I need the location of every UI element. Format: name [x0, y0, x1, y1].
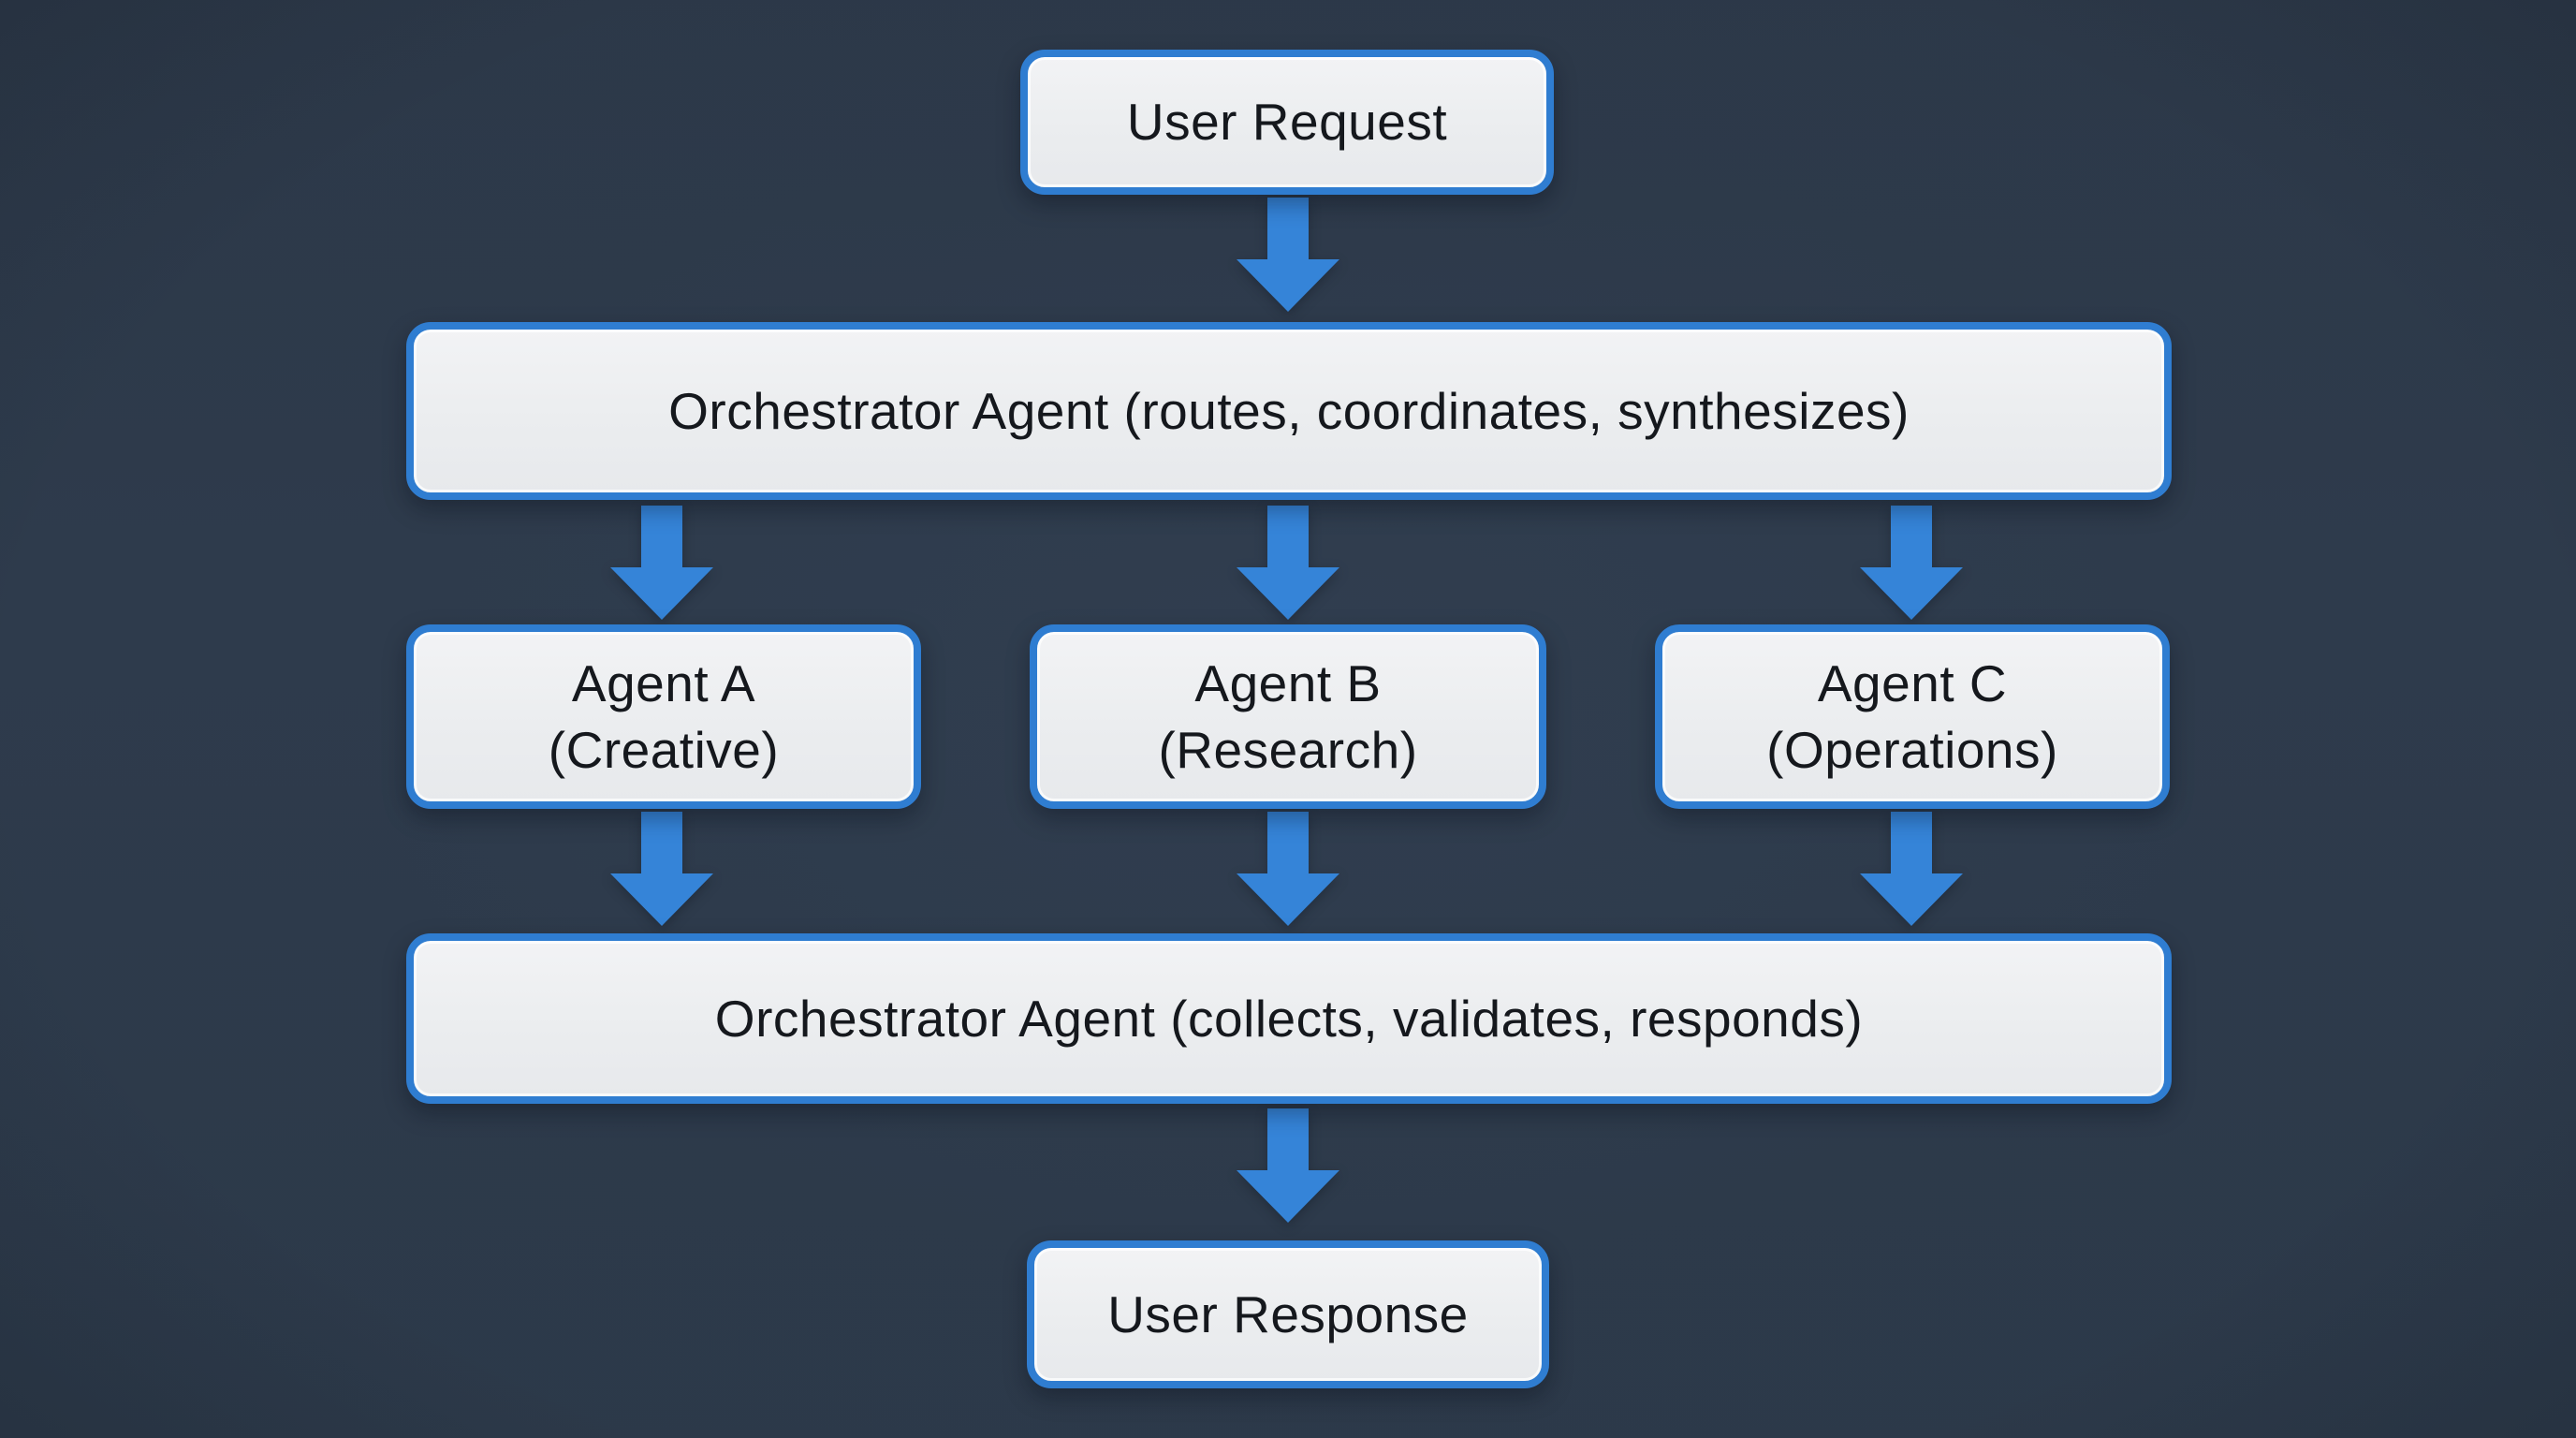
arrow-head — [610, 873, 713, 926]
arrow-down-icon-orchestrator-to-response — [1237, 1108, 1339, 1223]
arrow-down-icon-request-to-orchestrator — [1237, 198, 1339, 312]
node-agent-a: Agent A (Creative) — [406, 624, 921, 809]
arrow-head — [1860, 567, 1963, 620]
node-orchestrator-bottom: Orchestrator Agent (collects, validates,… — [406, 933, 2172, 1104]
node-orchestrator-bottom-label: Orchestrator Agent (collects, validates,… — [714, 989, 1864, 1048]
arrow-shaft — [1891, 506, 1932, 567]
node-agent-c: Agent C (Operations) — [1655, 624, 2170, 809]
node-agent-c-line1: Agent C — [1817, 654, 2008, 713]
node-user-response-label: User Response — [1107, 1284, 1469, 1343]
arrow-head — [1237, 873, 1339, 926]
arrow-shaft — [1267, 198, 1309, 259]
arrow-shaft — [1267, 1108, 1309, 1170]
arrow-down-icon-agent-b-to-orchestrator — [1237, 812, 1339, 926]
arrow-down-icon-agent-a-to-orchestrator — [610, 812, 713, 926]
arrow-head — [1237, 1170, 1339, 1223]
node-user-request: User Request — [1020, 50, 1554, 195]
arrow-head — [610, 567, 713, 620]
arrow-head — [1237, 259, 1339, 312]
node-agent-a-line1: Agent A — [571, 654, 756, 713]
node-agent-b-line1: Agent B — [1194, 654, 1382, 713]
arrow-down-icon-orchestrator-to-agent-b — [1237, 506, 1339, 620]
node-agent-b: Agent B (Research) — [1030, 624, 1546, 809]
node-user-request-label: User Request — [1126, 93, 1448, 152]
node-agent-b-line2: (Research) — [1158, 720, 1418, 779]
arrow-shaft — [641, 506, 682, 567]
arrow-down-icon-orchestrator-to-agent-a — [610, 506, 713, 620]
node-orchestrator-top-label: Orchestrator Agent (routes, coordinates,… — [668, 381, 1910, 440]
node-agent-c-line2: (Operations) — [1766, 720, 2058, 779]
node-agent-a-line2: (Creative) — [548, 720, 780, 779]
node-orchestrator-top: Orchestrator Agent (routes, coordinates,… — [406, 322, 2172, 500]
arrow-head — [1237, 567, 1339, 620]
arrow-shaft — [1267, 506, 1309, 567]
arrow-down-icon-agent-c-to-orchestrator — [1860, 812, 1963, 926]
arrow-shaft — [1891, 812, 1932, 873]
arrow-down-icon-orchestrator-to-agent-c — [1860, 506, 1963, 620]
arrow-head — [1860, 873, 1963, 926]
arrow-shaft — [641, 812, 682, 873]
arrow-shaft — [1267, 812, 1309, 873]
node-user-response: User Response — [1027, 1240, 1549, 1388]
